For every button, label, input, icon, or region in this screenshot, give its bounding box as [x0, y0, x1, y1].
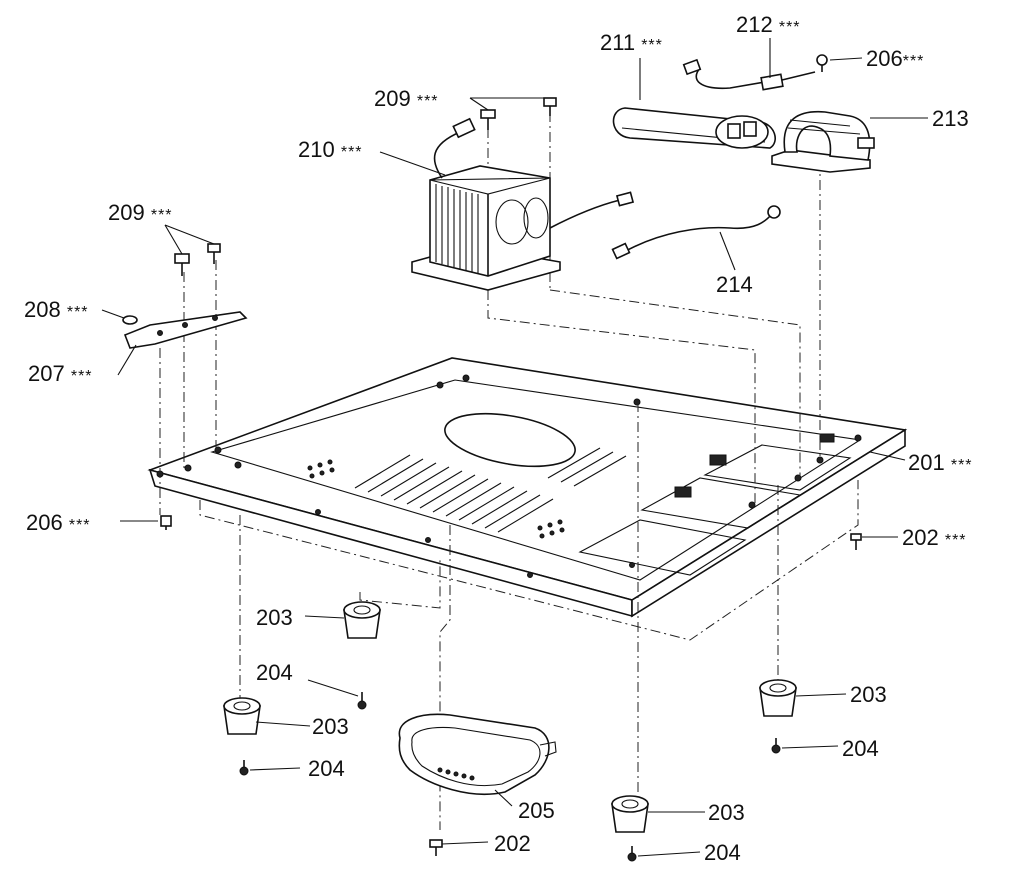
label-209-top: 209 *** [374, 86, 439, 111]
screws-209-top [480, 97, 557, 130]
label-203-c: 203 [850, 682, 887, 707]
label-207: 207 *** [28, 361, 93, 386]
label-208: 208 *** [24, 297, 89, 322]
label-206-top: 206*** [866, 46, 924, 71]
label-202-right: 202 *** [902, 525, 967, 550]
cover-205 [398, 713, 557, 796]
label-203-b: 203 [312, 714, 349, 739]
label-211: 211 *** [600, 30, 663, 55]
capacitor-bracket [771, 110, 875, 173]
label-213: 213 [932, 106, 969, 131]
label-202-bottom: 202 [494, 831, 531, 856]
label-212: 212 *** [736, 12, 801, 37]
leader-lines [101, 38, 928, 857]
label-214: 214 [716, 272, 753, 297]
label-203-a: 203 [256, 605, 293, 630]
bracket-assembly [122, 243, 248, 349]
label-203-d: 203 [708, 800, 745, 825]
screws-204 [239, 692, 781, 862]
label-205: 205 [518, 798, 555, 823]
part-labels: 201 *** 202 *** 202 203 203 203 203 204 … [24, 12, 973, 865]
base-plate [147, 357, 908, 641]
label-204-d: 204 [704, 840, 741, 865]
label-204-c: 204 [842, 736, 879, 761]
label-210: 210 *** [298, 137, 363, 162]
diode-wire [682, 58, 816, 91]
label-209-left: 209 *** [108, 200, 173, 225]
label-204-b: 204 [308, 756, 345, 781]
screws-206 [160, 54, 828, 530]
label-206-left: 206 *** [26, 510, 91, 535]
label-201: 201 *** [908, 450, 973, 475]
label-204-a: 204 [256, 660, 293, 685]
wire-harness [611, 205, 781, 260]
transformer [411, 117, 635, 291]
feet-203 [223, 601, 797, 833]
screws-202 [429, 533, 862, 856]
capacitor [612, 107, 776, 149]
